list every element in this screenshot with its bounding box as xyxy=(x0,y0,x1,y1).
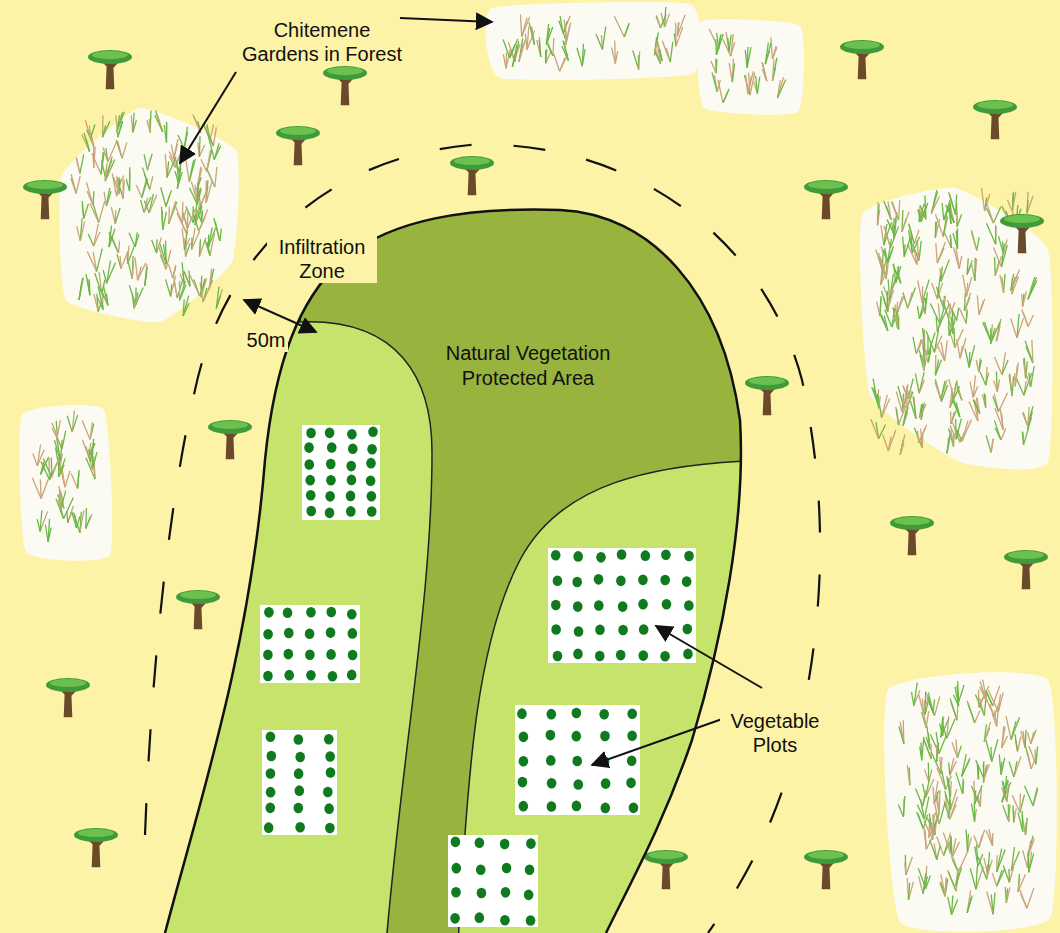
vegetable-plots xyxy=(260,425,696,927)
tree xyxy=(840,40,884,78)
grass xyxy=(503,7,685,71)
grass xyxy=(709,29,786,103)
callout-label: Chitemene Gardens in Forest xyxy=(237,18,407,66)
garden-patch xyxy=(884,672,1057,932)
garden-patch xyxy=(59,108,238,322)
leader-arrow xyxy=(656,626,762,688)
label-box: Infiltration Zone xyxy=(267,235,377,283)
protected-area: Natural Vegetation Protected Area xyxy=(433,341,623,391)
tree xyxy=(450,156,494,194)
tree xyxy=(745,376,789,414)
tree xyxy=(208,420,252,458)
tree xyxy=(973,100,1017,138)
garden-patch xyxy=(860,188,1053,470)
callout-label: Vegetable Plots xyxy=(720,709,830,757)
grass xyxy=(898,680,1037,915)
tree xyxy=(1004,550,1048,588)
grass xyxy=(71,111,222,316)
vegetable-plot xyxy=(548,548,696,663)
vegetable-plot xyxy=(262,730,337,835)
tree xyxy=(46,678,90,716)
tree xyxy=(276,126,320,164)
tree xyxy=(23,180,67,218)
tree xyxy=(176,590,220,628)
tree xyxy=(644,850,688,888)
garden-patch xyxy=(19,405,112,561)
tree xyxy=(804,850,848,888)
tree xyxy=(74,828,118,866)
label-box: Vegetable Plots xyxy=(720,709,830,757)
leader-arrows xyxy=(180,18,762,765)
vegetable-plot xyxy=(302,425,380,520)
tree xyxy=(88,50,132,88)
leader-arrow xyxy=(400,18,492,22)
tree xyxy=(1000,214,1044,252)
grass xyxy=(871,188,1037,455)
label-box: Chitemene Gardens in Forest xyxy=(237,18,407,66)
wetland-outline xyxy=(165,210,741,933)
area-label: Natural Vegetation Protected Area xyxy=(433,341,623,391)
tree xyxy=(890,516,934,554)
tree xyxy=(804,180,848,218)
wetland xyxy=(165,150,770,933)
label-box: 50m xyxy=(236,328,296,352)
dimension-label: 50m xyxy=(244,328,289,352)
vegetable-plot xyxy=(448,835,538,927)
tree xyxy=(323,66,367,104)
leader-arrow xyxy=(180,72,236,163)
vegetable-plot xyxy=(515,705,640,815)
garden-patch xyxy=(697,19,804,114)
garden-patch xyxy=(485,2,700,80)
grass xyxy=(32,411,97,542)
callout-label: Infiltration Zone xyxy=(267,235,377,283)
vegetable-plot xyxy=(260,605,360,683)
